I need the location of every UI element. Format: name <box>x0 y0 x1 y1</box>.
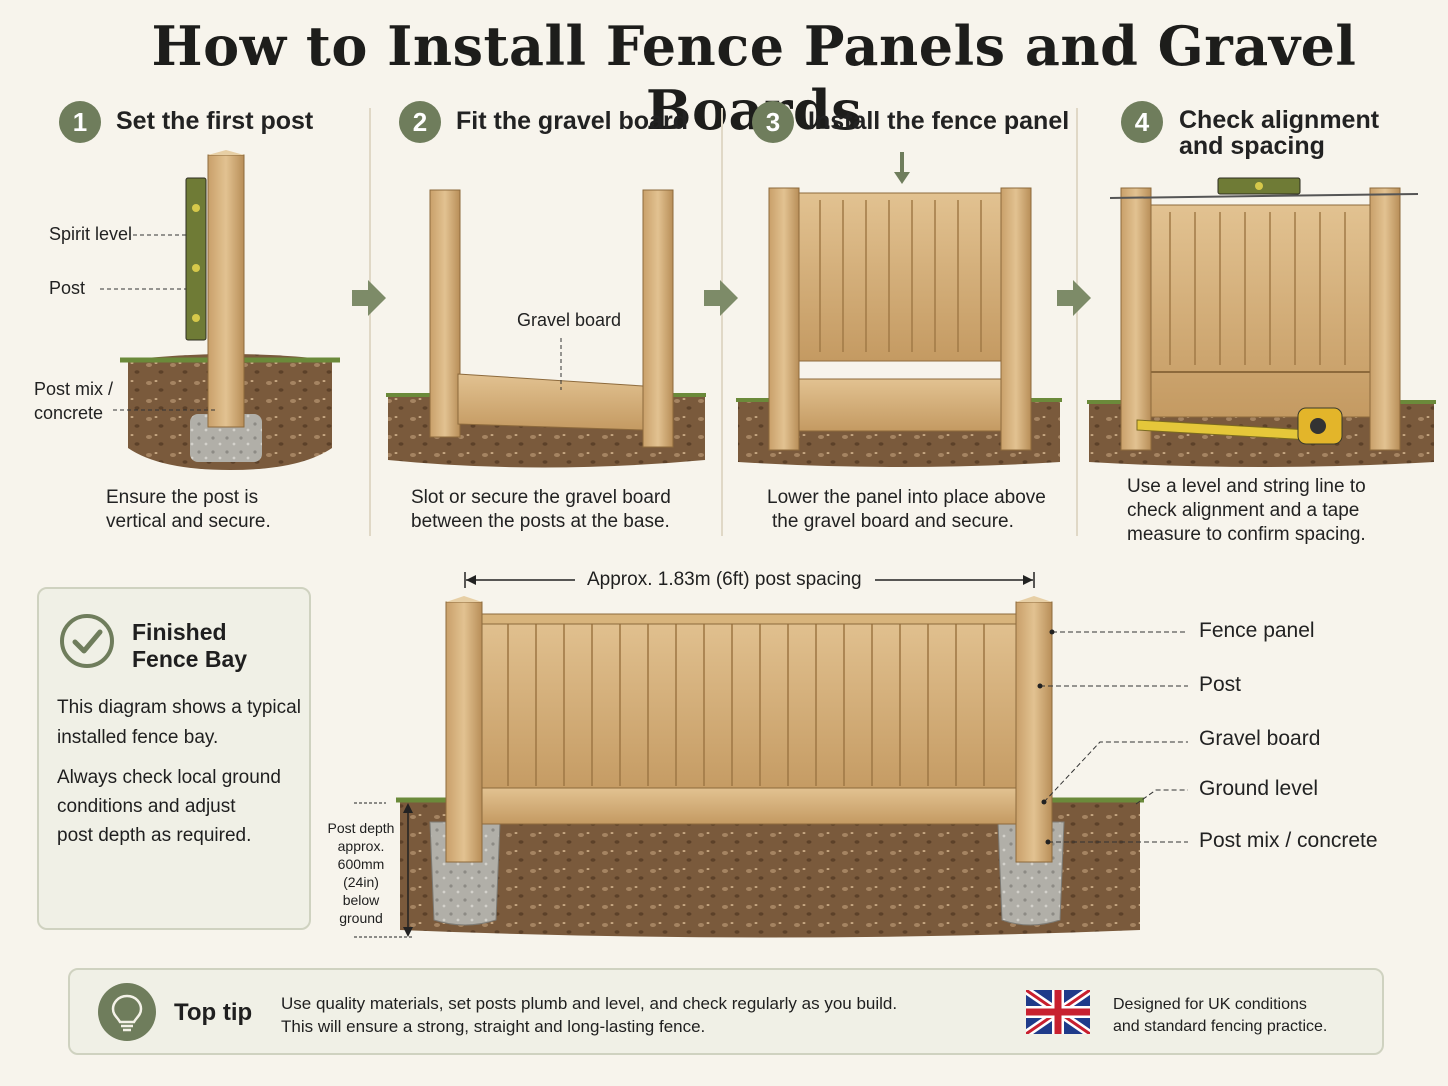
callout-fence-panel: Fence panel <box>1199 619 1315 642</box>
string-line <box>1109 193 1419 199</box>
callout-post: Post <box>1199 673 1242 696</box>
lightbulb-icon <box>98 983 156 1041</box>
check-circle-icon <box>60 614 114 668</box>
step-4-number: 4 <box>1121 101 1163 143</box>
step-1-title: Set the first post <box>116 107 314 135</box>
post-1 <box>207 154 245 428</box>
step-4-illustration <box>1087 177 1436 467</box>
page-title: How to Install Fence Panels and Gravel B… <box>151 14 1357 142</box>
post-depth-label: Post depth approx. 600mm (24in) below gr… <box>327 820 395 926</box>
tip-text: Use quality materials, set posts plumb a… <box>281 994 898 1036</box>
step-2-number: 2 <box>399 101 441 143</box>
fence-bay-illustration <box>354 572 1188 938</box>
step-2-title: Fit the gravel board <box>456 107 688 135</box>
label-post-mix: Post mix / concrete <box>34 379 114 423</box>
finished-paragraph-2: Always check local ground conditions and… <box>57 767 281 846</box>
spirit-level <box>185 177 207 341</box>
callout-ground-level: Ground level <box>1199 777 1319 800</box>
label-gravel-board: Gravel board <box>517 310 622 330</box>
finished-heading: Finished Fence Bay <box>132 619 248 672</box>
finished-fence-bay-panel: Finished Fence Bay This diagram shows a … <box>37 587 311 930</box>
tip-heading: Top tip <box>174 999 253 1026</box>
post-spacing-label: Approx. 1.83m (6ft) post spacing <box>587 569 862 590</box>
uk-note: Designed for UK conditions and standard … <box>1113 996 1328 1035</box>
finished-paragraph-1: This diagram shows a typical installed f… <box>57 697 301 748</box>
step-1-illustration <box>100 150 340 470</box>
arrow-right-icon <box>352 280 1091 316</box>
step-3-title: Install the fence panel <box>808 107 1070 135</box>
fence-panel <box>479 613 1021 797</box>
post-right <box>1015 601 1053 863</box>
gravel-board <box>457 373 644 431</box>
step-divider <box>1076 108 1078 536</box>
step-divider <box>721 108 723 536</box>
step-divider <box>369 108 371 536</box>
label-post: Post <box>49 278 86 298</box>
step-illustrations <box>100 150 1436 470</box>
gravel-board-finished <box>479 787 1021 825</box>
uk-flag-icon <box>1026 990 1090 1034</box>
callout-gravel-board: Gravel board <box>1199 727 1321 750</box>
step-4-caption: Use a level and string line to check ali… <box>1127 476 1366 545</box>
step-1-number: 1 <box>59 101 101 143</box>
post-left <box>445 601 483 863</box>
step-2-caption: Slot or secure the gravel board between … <box>411 487 671 532</box>
step-1-caption: Ensure the post is vertical and secure. <box>106 487 271 532</box>
step-3-caption: Lower the panel into place above the gra… <box>767 487 1046 532</box>
top-tip-panel: Top tip Use quality materials, set posts… <box>68 968 1384 1055</box>
soil <box>400 800 1140 938</box>
step-2-illustration <box>386 189 706 468</box>
step-4-title: Check alignment and spacing <box>1179 106 1380 160</box>
callout-post-mix: Post mix / concrete <box>1199 829 1378 852</box>
step-3-illustration <box>736 152 1062 467</box>
step-3-number: 3 <box>752 101 794 143</box>
label-spirit-level: Spirit level <box>49 224 133 244</box>
